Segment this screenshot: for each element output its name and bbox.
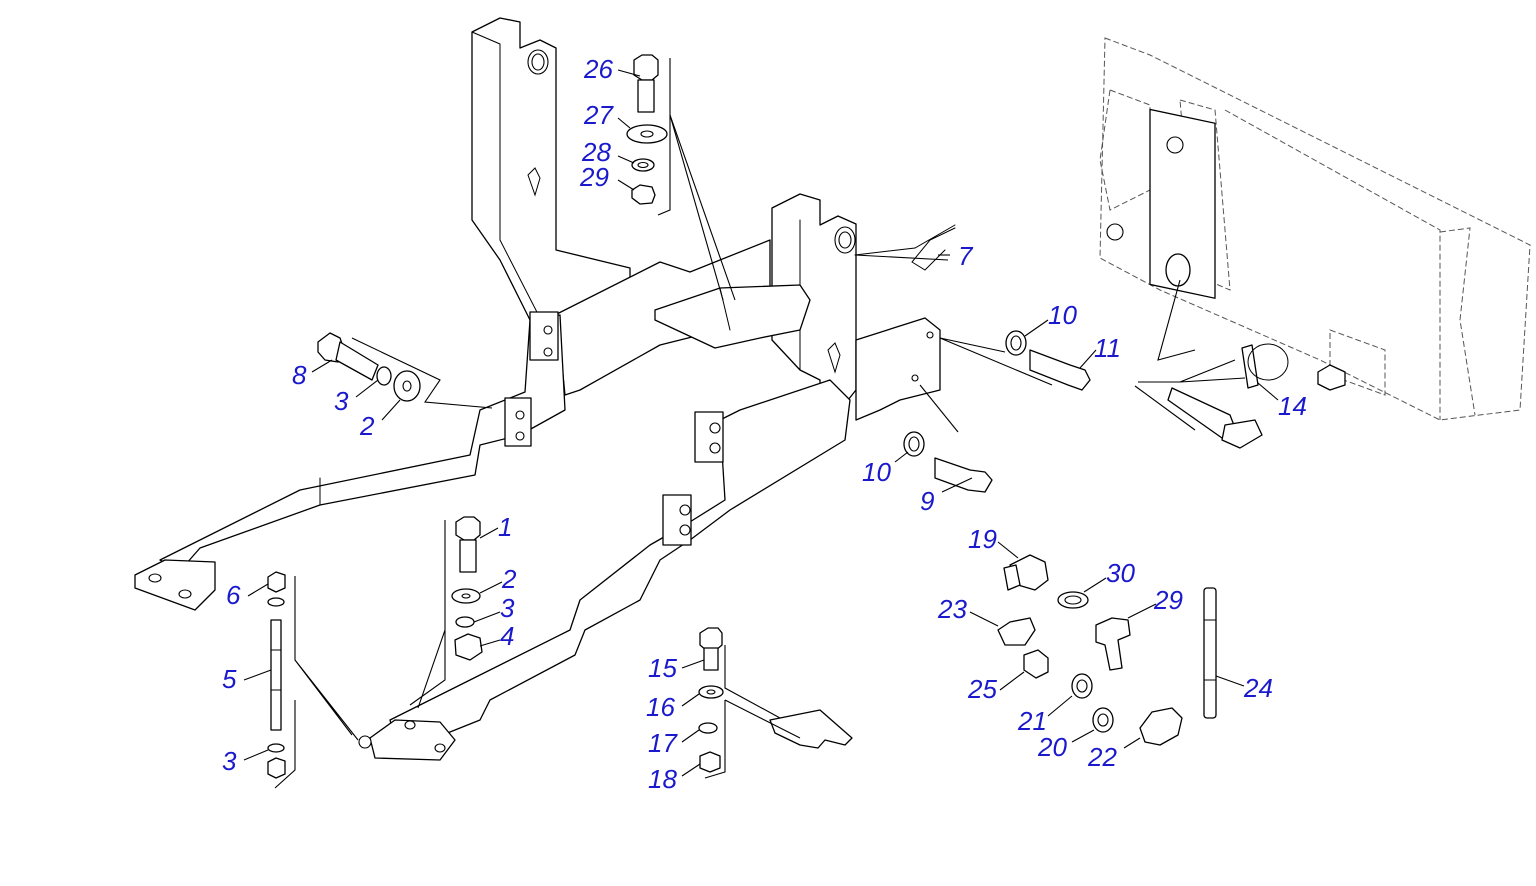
callout-5: 5 [222, 664, 237, 694]
callout-29b: 29 [1153, 585, 1183, 615]
callout-9: 9 [920, 486, 934, 516]
callout-30: 30 [1106, 558, 1135, 588]
callout-2: 2 [359, 411, 375, 441]
frame-left-arm [134, 311, 566, 611]
callout-6: 6 [226, 580, 241, 610]
callout-18: 18 [648, 764, 677, 794]
hair-pin [854, 224, 956, 271]
hydraulic-fittings [997, 554, 1217, 746]
lynch-pin [1134, 343, 1289, 449]
callout-3c: 3 [222, 746, 237, 776]
frame-side-plate [855, 317, 941, 421]
callout-21: 21 [1017, 706, 1047, 736]
callout-2b: 2 [501, 564, 517, 594]
frame-rear-upright [471, 17, 631, 331]
callout-8: 8 [292, 360, 307, 390]
callout-26: 26 [583, 54, 613, 84]
hardware-stack-15-18 [698, 627, 853, 779]
callout-4: 4 [500, 621, 514, 651]
callout-10: 10 [1048, 300, 1077, 330]
hardware-stack-1-4 [409, 516, 483, 709]
callout-28: 28 [581, 137, 611, 167]
callout-11: 11 [1094, 333, 1121, 363]
callout-labels: 26 27 28 29 7 10 11 8 3 2 14 10 9 1 2 3 … [222, 54, 1307, 794]
rear-attachment [1099, 37, 1531, 421]
callout-17: 17 [648, 728, 678, 758]
callout-7: 7 [958, 241, 974, 271]
callout-16: 16 [646, 692, 675, 722]
callout-19: 19 [968, 524, 997, 554]
callout-3b: 3 [500, 593, 515, 623]
callout-20: 20 [1037, 732, 1067, 762]
frame-crossbeam [544, 239, 811, 396]
callout-24: 24 [1243, 673, 1273, 703]
callout-23: 23 [937, 594, 967, 624]
callout-27: 27 [583, 100, 614, 130]
callout-10b: 10 [862, 457, 891, 487]
pin-11-assembly [939, 330, 1091, 391]
top-hardware-stack [626, 54, 736, 301]
frame-right-arm [358, 379, 851, 761]
callout-25: 25 [967, 674, 997, 704]
callout-15: 15 [648, 653, 677, 683]
pin-8-assembly [317, 332, 493, 409]
callout-22: 22 [1087, 742, 1117, 772]
pin-9-assembly [903, 384, 993, 493]
callout-14: 14 [1278, 391, 1307, 421]
callout-3: 3 [334, 386, 349, 416]
callout-29: 29 [579, 162, 609, 192]
callout-1: 1 [498, 512, 512, 542]
stud-5-assembly [267, 571, 359, 789]
leader-lines [243, 69, 1279, 777]
